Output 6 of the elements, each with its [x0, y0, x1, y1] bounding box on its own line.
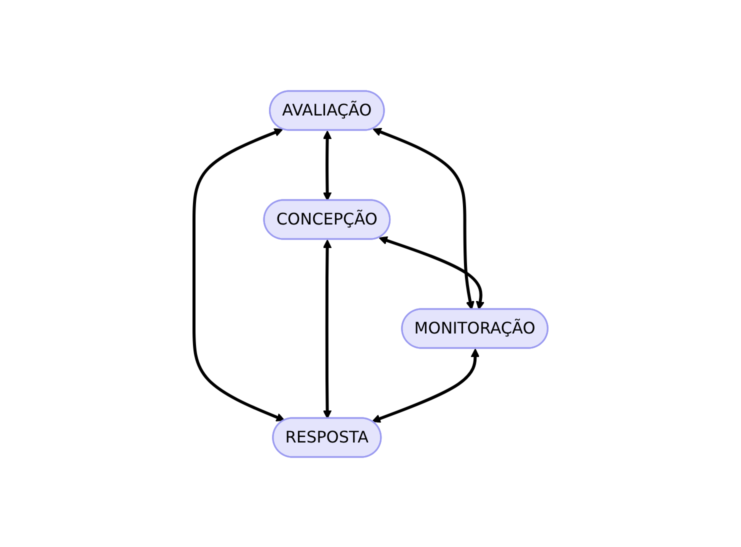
arrow — [372, 348, 480, 422]
arrow — [322, 130, 332, 200]
arrow — [378, 236, 484, 310]
arrow — [192, 128, 285, 421]
arrow — [322, 239, 332, 418]
arrow — [372, 127, 474, 310]
